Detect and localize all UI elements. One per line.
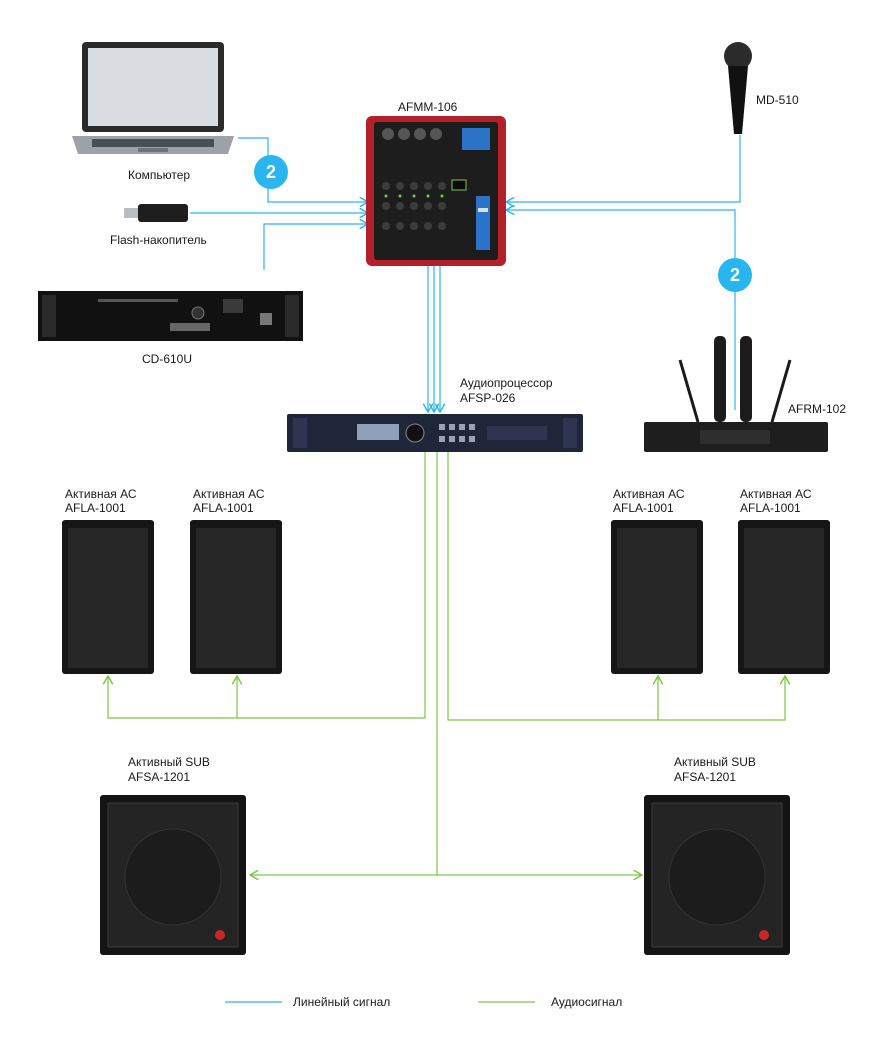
active-subwoofer-icon	[644, 795, 790, 955]
speaker-label-line2: AFLA-1001	[193, 501, 254, 515]
wireless-receiver-icon	[644, 336, 828, 452]
speaker-label-line2: AFLA-1001	[65, 501, 126, 515]
cd-player-label: CD-610U	[142, 352, 193, 366]
line-signal-wires	[190, 135, 741, 412]
laptop-icon	[72, 42, 234, 154]
flash-drive-label: Flash-накопитель	[110, 233, 207, 247]
active-speaker-icon	[190, 520, 282, 674]
mixer-label: AFMM-106	[398, 100, 458, 114]
audio-signal-wires	[108, 452, 785, 875]
line-count-badge: 2	[718, 258, 752, 292]
cd-player-icon	[38, 291, 303, 341]
laptop-label: Компьютер	[128, 168, 191, 182]
microphone-label: MD-510	[756, 93, 799, 107]
processor-label-line2: AFSP-026	[460, 391, 516, 405]
mixer-icon	[366, 116, 506, 266]
active-subwoofer-icon	[100, 795, 246, 955]
speaker-label-line1: Активная АС	[65, 487, 137, 501]
active-speaker-icon	[611, 520, 703, 674]
sub-label-line2: AFSA-1201	[674, 770, 737, 784]
speaker-label-line2: AFLA-1001	[740, 501, 801, 515]
sub-label-line1: Активный SUB	[674, 755, 756, 769]
sub-label-line2: AFSA-1201	[128, 770, 191, 784]
active-speaker-icon	[62, 520, 154, 674]
receiver-label: AFRM-102	[788, 402, 847, 416]
sub-label-line1: Активный SUB	[128, 755, 210, 769]
audio-processor-icon	[287, 414, 583, 452]
speaker-label-line1: Активная АС	[740, 487, 812, 501]
line-count-badge: 2	[254, 155, 288, 189]
flash-drive-icon	[124, 204, 188, 222]
legend-audio-signal-label: Аудиосигнал	[551, 995, 623, 1009]
speaker-label-line1: Активная АС	[613, 487, 685, 501]
speaker-label-line2: AFLA-1001	[613, 501, 674, 515]
active-speaker-icon	[738, 520, 830, 674]
processor-label-line1: Аудиопроцессор	[460, 376, 553, 390]
legend-line-signal-label: Линейный сигнал	[293, 995, 391, 1009]
microphone-icon	[724, 42, 752, 134]
speaker-label-line1: Активная АС	[193, 487, 265, 501]
